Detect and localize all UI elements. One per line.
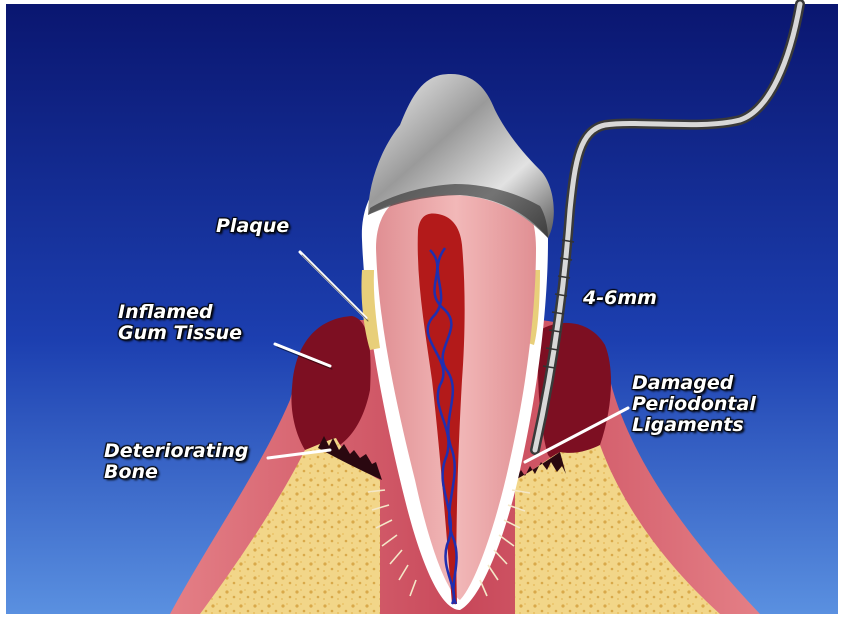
- label-damaged-ligaments: Damaged Periodontal Ligaments: [632, 373, 756, 436]
- label-inflamed-gum-line1: Inflamed: [118, 302, 242, 323]
- label-pocket-depth-text: 4-6mm: [583, 288, 657, 309]
- label-deteriorating-bone-line2: Bone: [104, 462, 248, 483]
- label-damaged-ligaments-line2: Periodontal: [632, 394, 756, 415]
- label-damaged-ligaments-line1: Damaged: [632, 373, 756, 394]
- label-inflamed-gum-line2: Gum Tissue: [118, 323, 242, 344]
- label-damaged-ligaments-line3: Ligaments: [632, 415, 756, 436]
- label-inflamed-gum: Inflamed Gum Tissue: [118, 302, 242, 344]
- label-plaque-text: Plaque: [216, 216, 289, 237]
- label-pocket-depth: 4-6mm: [583, 288, 657, 309]
- label-deteriorating-bone: Deteriorating Bone: [104, 441, 248, 483]
- label-plaque: Plaque: [216, 216, 289, 237]
- label-deteriorating-bone-line1: Deteriorating: [104, 441, 248, 462]
